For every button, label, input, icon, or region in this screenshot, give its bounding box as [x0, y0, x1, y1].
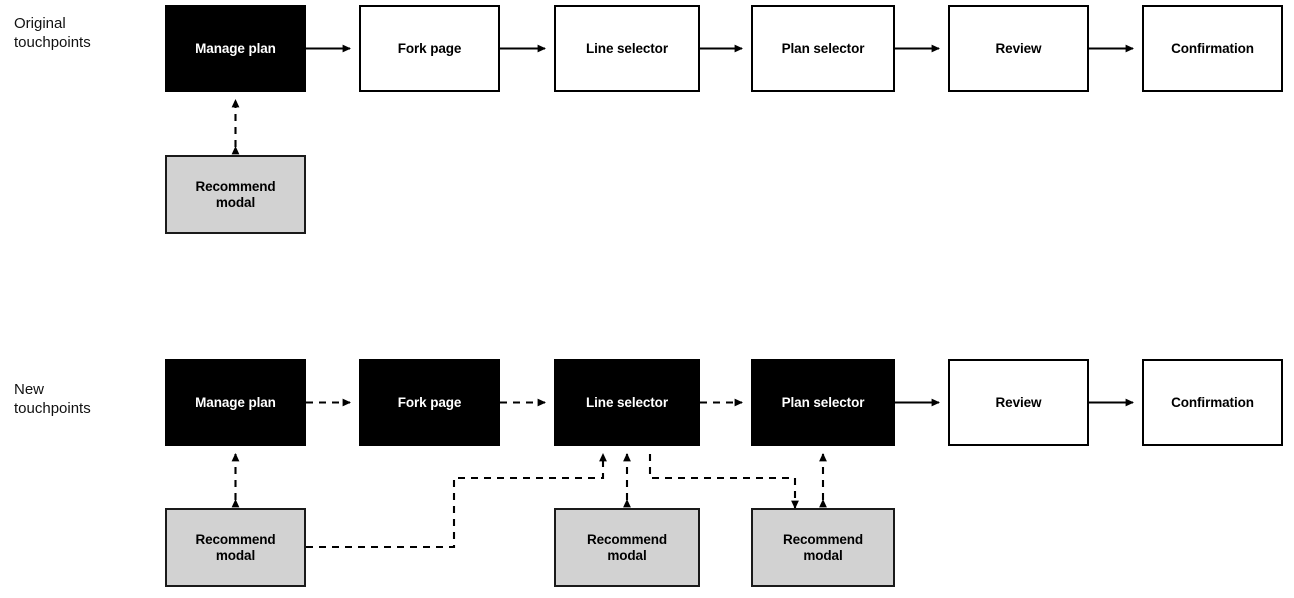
row-label-original: Original touchpoints	[14, 15, 91, 51]
node-label: Manage plan	[195, 394, 276, 410]
node-original-fork-page[interactable]: Fork page	[359, 5, 500, 92]
node-original-plan-selector[interactable]: Plan selector	[751, 5, 895, 92]
node-label: Recommend modal	[586, 531, 668, 563]
node-new-fork-page[interactable]: Fork page	[359, 359, 500, 446]
node-label: Recommend modal	[782, 531, 864, 563]
node-original-review[interactable]: Review	[948, 5, 1089, 92]
node-label: Recommend modal	[195, 531, 276, 563]
node-label: Fork page	[397, 40, 462, 56]
node-new-recommend-modal-2[interactable]: Recommend modal	[554, 508, 700, 587]
node-label: Confirmation	[1171, 40, 1254, 56]
edge-n-line-selector-to-recommend-modal-3	[648, 454, 799, 509]
node-new-review[interactable]: Review	[948, 359, 1089, 446]
node-label: Plan selector	[781, 394, 865, 410]
node-label: Recommend modal	[195, 178, 276, 210]
node-original-line-selector[interactable]: Line selector	[554, 5, 700, 92]
node-new-confirmation[interactable]: Confirmation	[1142, 359, 1283, 446]
node-label: Line selector	[586, 40, 668, 56]
node-label: Plan selector	[781, 40, 865, 56]
node-new-plan-selector[interactable]: Plan selector	[751, 359, 895, 446]
node-original-confirmation[interactable]: Confirmation	[1142, 5, 1283, 92]
node-label: Review	[995, 394, 1042, 410]
node-new-line-selector[interactable]: Line selector	[554, 359, 700, 446]
node-label: Review	[995, 40, 1042, 56]
node-label: Line selector	[586, 394, 668, 410]
node-new-recommend-modal-3[interactable]: Recommend modal	[751, 508, 895, 587]
row-label-new: New touchpoints	[14, 381, 91, 417]
node-original-recommend-modal[interactable]: Recommend modal	[165, 155, 306, 234]
node-new-manage-plan[interactable]: Manage plan	[165, 359, 306, 446]
node-label: Confirmation	[1171, 394, 1254, 410]
node-new-recommend-modal-1[interactable]: Recommend modal	[165, 508, 306, 587]
node-original-manage-plan[interactable]: Manage plan	[165, 5, 306, 92]
node-label: Fork page	[397, 394, 462, 410]
node-label: Manage plan	[195, 40, 276, 56]
